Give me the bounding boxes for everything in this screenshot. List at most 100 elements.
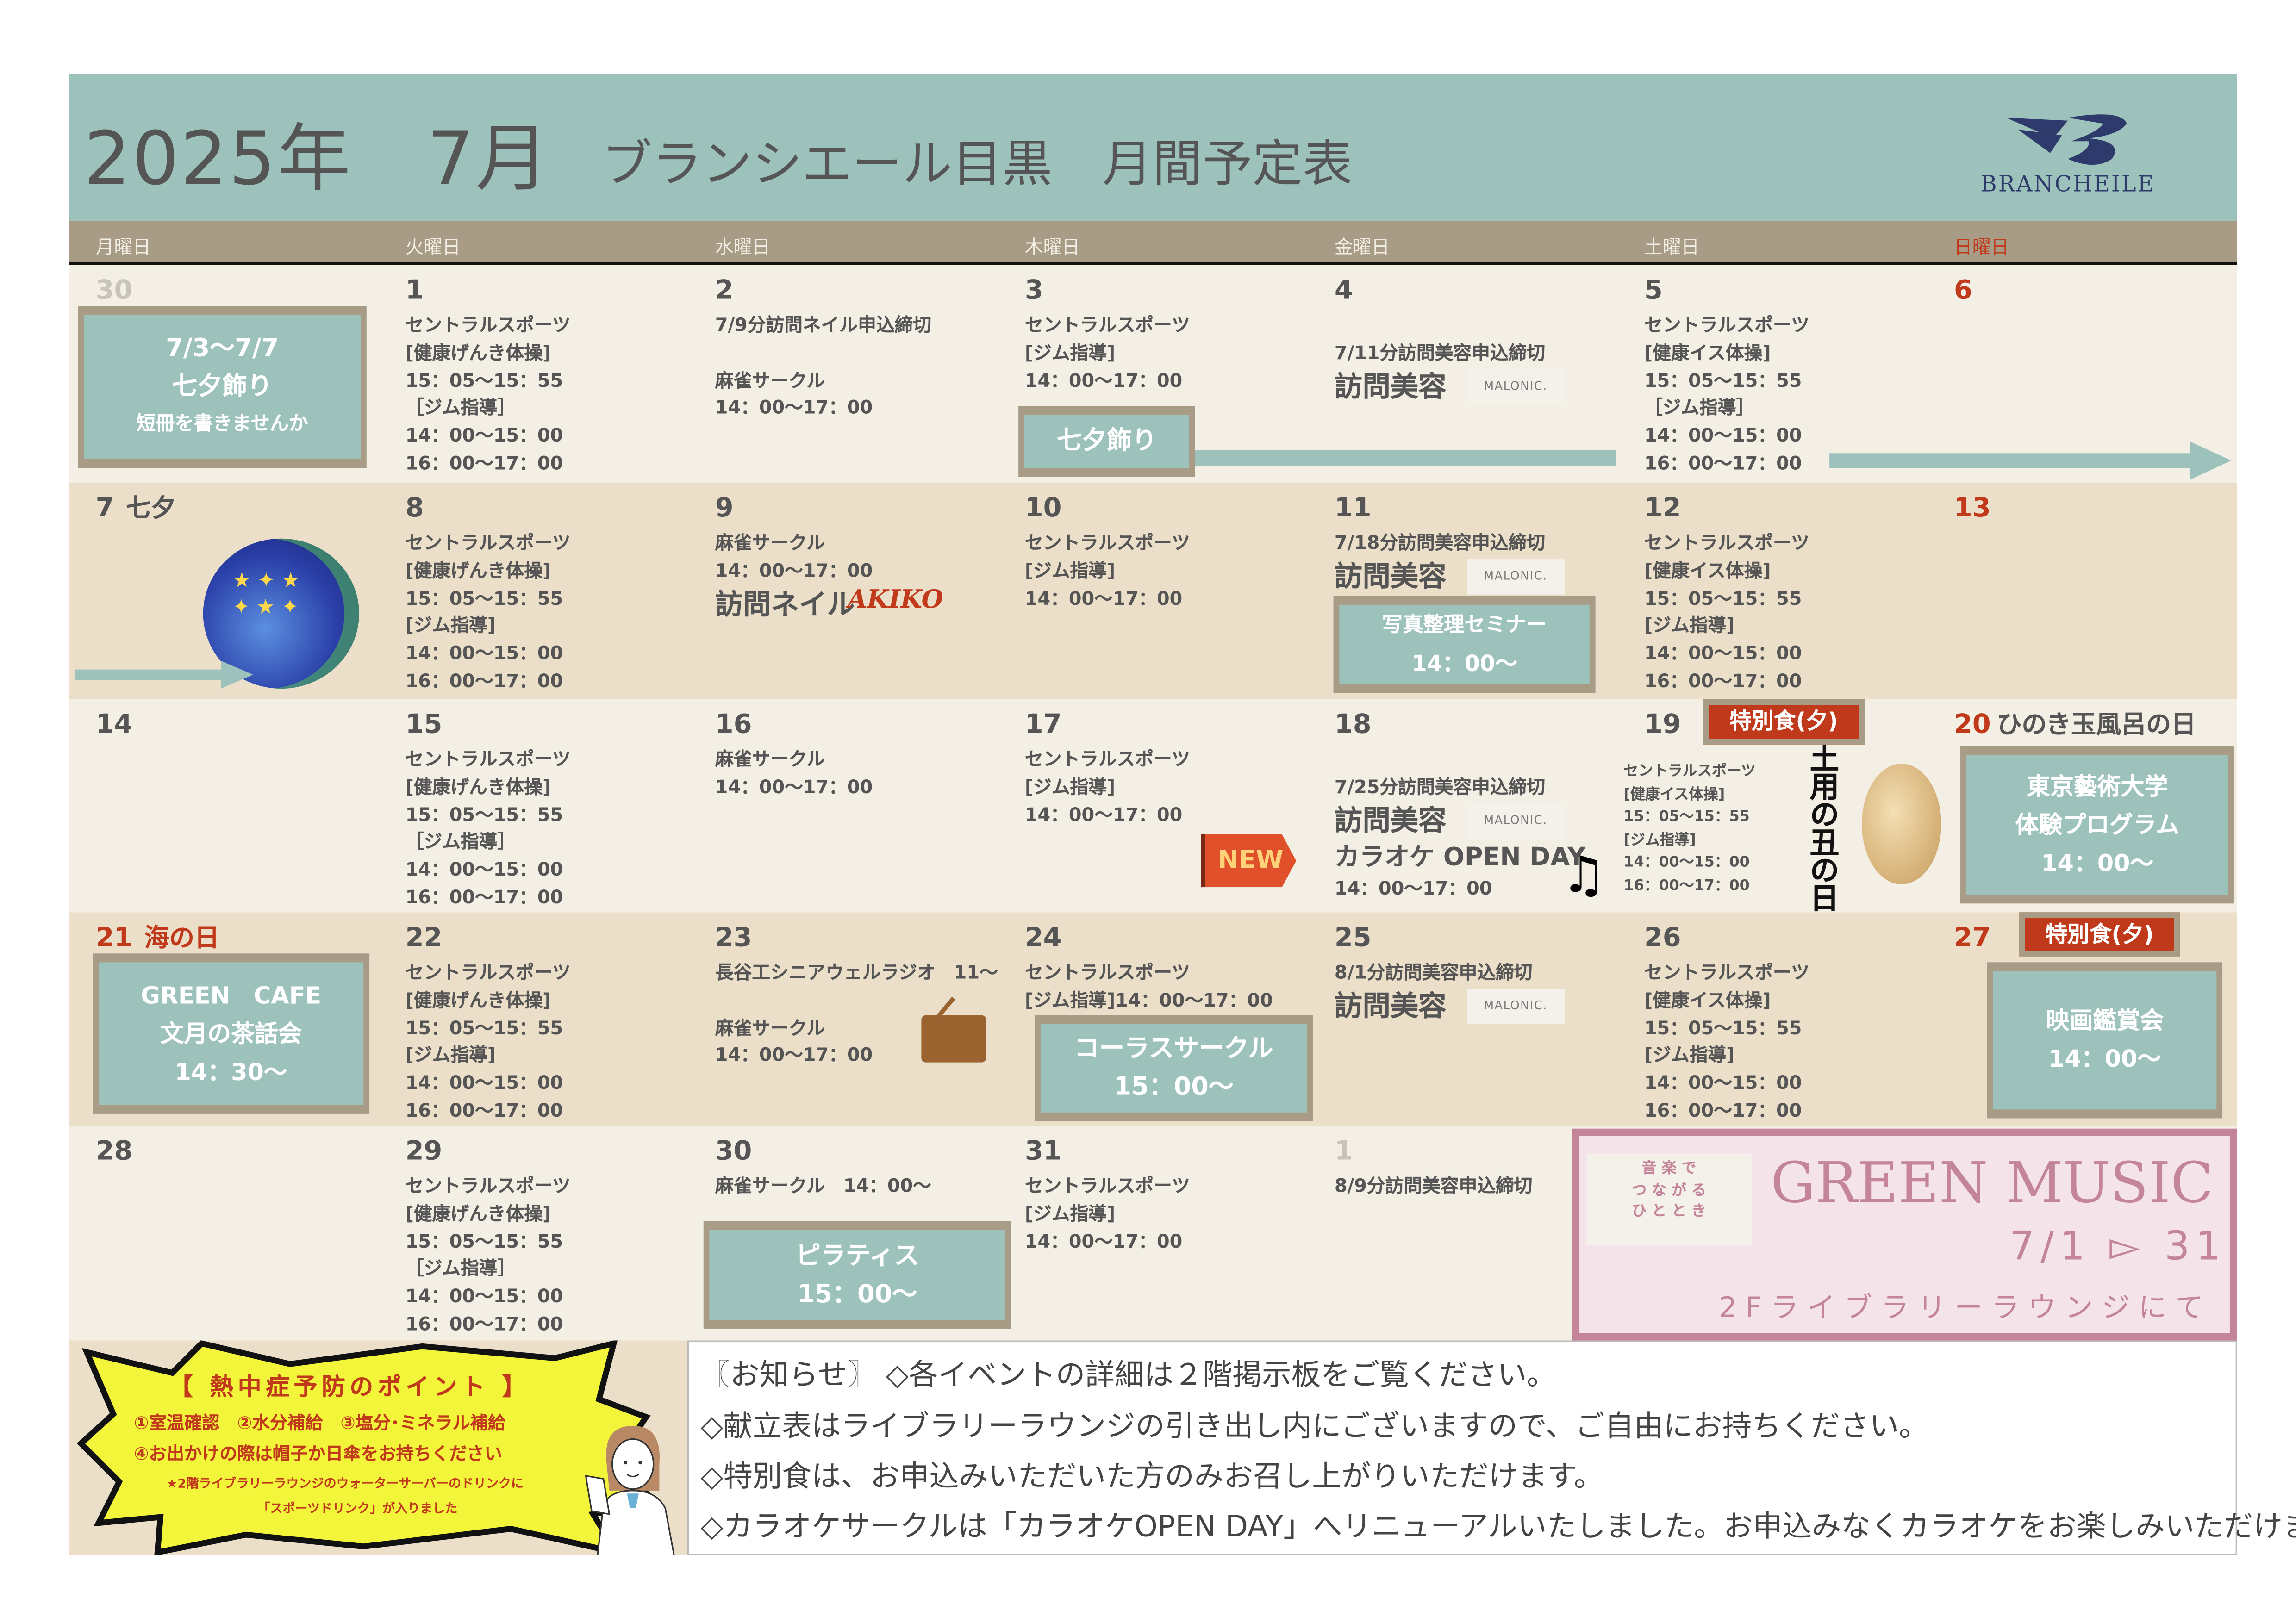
day-cell[interactable]: 27 xyxy=(1928,912,2237,1126)
event-line: 14：00〜15：00 xyxy=(406,640,571,668)
event-text: 16：00〜17：00 xyxy=(405,1099,563,1121)
event-line: 14：00〜17：00 xyxy=(715,774,873,802)
day-cell[interactable]: 30 xyxy=(69,265,379,483)
date-text: 22 xyxy=(405,922,443,954)
event-line: 麻雀サークル xyxy=(715,1015,998,1043)
date-text: 27 xyxy=(1954,922,1991,954)
event-text: 15：05〜15：55 xyxy=(405,1229,563,1252)
page-title: ブランシエール目黒 月間予定表 xyxy=(602,135,1353,194)
radio-icon xyxy=(921,1015,986,1063)
event-box-line: 14：00〜 xyxy=(2048,1045,2161,1073)
day-cell[interactable]: 6 xyxy=(1928,265,2237,483)
event-line: セントラルスポーツ xyxy=(1025,959,1273,987)
event-line: [ジム指導] xyxy=(406,613,571,640)
event-text: セントラルスポーツ xyxy=(1024,1174,1190,1196)
event-text: 15：05〜15：55 xyxy=(405,586,563,609)
event-text: 14：00〜15：00 xyxy=(405,641,563,664)
event-text: セントラルスポーツ xyxy=(405,961,571,983)
event-text: セントラルスポーツ xyxy=(1644,531,1809,553)
day-cell[interactable]: 13 xyxy=(1928,483,2237,699)
day-cell[interactable]: 28 xyxy=(69,1126,379,1340)
date-text: 14 xyxy=(95,709,133,740)
event-text: [ジム指導] xyxy=(1024,341,1116,363)
weekday-label-4: 金曜日 xyxy=(1334,235,1390,258)
event-text: 14：00〜17：00 xyxy=(1024,368,1183,391)
event-text: [ジム指導] xyxy=(1024,1202,1116,1224)
date-text: 2 xyxy=(715,275,734,306)
event-line: ［ジム指導］ xyxy=(1644,395,1809,423)
date-text: 17 xyxy=(1024,709,1062,740)
day-number: 11 xyxy=(1335,494,1372,524)
event-text: [健康イス体操] xyxy=(1623,786,1725,803)
event-text: [健康イス体操] xyxy=(1644,341,1771,363)
event-line: 14：00〜15：00 xyxy=(1623,852,1756,876)
event-lines: セントラルスポーツ[健康イス体操]15：05〜15：55［ジム指導］14：00〜… xyxy=(1644,312,1809,478)
event-line: セントラルスポーツ xyxy=(1025,746,1190,774)
event-text: 14：00〜15：00 xyxy=(1623,855,1750,872)
event-text: 訪問ネイル xyxy=(715,588,855,621)
date-text: 21 xyxy=(95,922,133,954)
event-line: 16：00〜17：00 xyxy=(406,1311,571,1339)
tanabata-globe-icon: ★ ✦ ★ ✦ ★ ✦ xyxy=(203,538,359,689)
day-number: 24 xyxy=(1025,923,1062,954)
event-box-tanabata-decor[interactable]: 七夕飾り xyxy=(1018,406,1195,477)
event-line: 14：00〜15：00 xyxy=(406,1070,571,1098)
event-text: 16：00〜17：00 xyxy=(1623,878,1750,895)
day-number: 14 xyxy=(95,709,133,740)
event-line: [ジム指導] xyxy=(1025,557,1190,585)
event-line: 15：05〜15：55 xyxy=(406,802,571,829)
event-line: ［ジム指導］ xyxy=(406,1256,571,1283)
day-cell[interactable]: 14 xyxy=(69,699,379,912)
weekday-label-5: 土曜日 xyxy=(1644,235,1700,258)
event-box-line: 14：30〜 xyxy=(175,1057,287,1085)
malonic-logo: MALONIC. xyxy=(1467,803,1564,839)
event-line: 7/18分訪問美容申込締切 xyxy=(1335,530,1564,558)
event-text: 14：00〜17：00 xyxy=(715,396,873,419)
event-line: 14：00〜15：00 xyxy=(1644,1070,1809,1098)
day-number: 9 xyxy=(715,494,734,524)
event-line: 14：00〜17：00 xyxy=(715,395,931,423)
event-text: [健康げんき体操] xyxy=(405,775,551,797)
event-line: 15：05〜15：55 xyxy=(1623,807,1756,830)
stars-icon: ★ ✦ ★ ✦ ★ ✦ xyxy=(232,569,300,620)
date-text: 13 xyxy=(1954,493,1991,524)
